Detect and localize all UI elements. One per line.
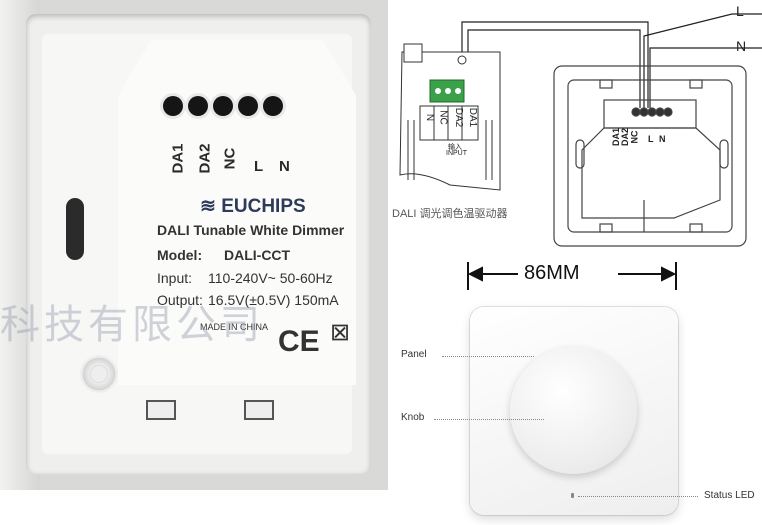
mounting-slot [66,198,84,260]
input-label: INPUT [446,150,467,157]
diagram-terminal-n: N [659,134,666,144]
diagram-terminal-l: L [648,134,654,144]
weee-bin-icon: ⊠ [330,319,351,346]
watermark: 科技有限公司 [0,303,264,347]
terminal-label-nc: NC [221,147,239,170]
block-label-da1: DA1 [467,107,479,128]
output-label: Output: [157,292,203,308]
clip-tab [244,400,274,420]
block-label-da2: DA2 [453,107,465,128]
callout-knob-line [434,419,544,420]
switch-outline [553,65,747,247]
driver-caption: DALI 调光调色温驱动器 [392,208,508,220]
callout-knob: Knob [401,412,425,423]
ce-mark: CE [278,325,320,358]
callout-led-line [578,496,698,497]
model-value: DALI-CCT [224,247,291,263]
callout-panel-line [442,356,534,357]
driver-label-block [419,105,479,141]
input-cn-label: 输入 [448,144,462,151]
block-label-nc: NC [437,110,449,125]
model-label: Model: [157,247,203,263]
output-value: 16.5V(±0.5V) 150mA [208,292,339,308]
brand-row: ≋ EUCHIPS [200,195,306,218]
terminal-screw [213,96,233,116]
module-housing [118,40,356,385]
terminal-label-da1: DA1 [169,143,187,174]
terminal-screw [188,96,208,116]
terminal-label-n: N [279,158,290,175]
buzzer-icon [80,355,118,393]
brand-name: EUCHIPS [221,196,306,217]
product-back-photo: DA1 DA2 NC L N ≋ EUCHIPS DALI Tunable Wh… [0,0,388,490]
diagram-terminal-nc: NC [629,130,640,144]
dimension-label: 86MM [524,262,580,284]
clip-icon [403,43,423,63]
line-label-n: N [736,38,747,54]
input-value: 110-240V~ 50-60Hz [208,270,333,286]
terminal-screw [238,96,258,116]
wiring-diagram [399,13,762,290]
brand-logo-icon: ≋ [200,196,216,217]
dimension-arrow [467,262,677,290]
terminal-label-da2: DA2 [196,143,214,174]
terminal-screw [163,96,183,116]
clip-tab [146,400,176,420]
made-in-label: MADE IN CHINA [200,322,269,332]
block-label-n: N [424,113,436,122]
dimmer-knob [510,347,637,474]
line-label-l: L [736,3,744,19]
callout-status-led: Status LED [704,490,755,501]
callout-panel: Panel [401,349,427,360]
terminal-label-l: L [254,158,264,175]
product-title: DALI Tunable White Dimmer [157,222,345,238]
input-label: Input: [157,270,193,286]
terminal-screw [263,96,283,116]
driver-module [399,43,501,191]
wire-lines [461,13,762,108]
diagram-terminal-da2: DA2 [620,127,631,147]
status-led [571,493,574,498]
